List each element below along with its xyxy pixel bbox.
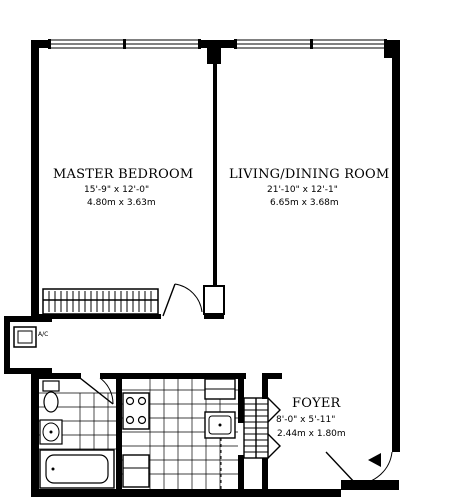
living-dining-label: LIVING/DINING ROOM 21'-10" x 12'-1" 6.65… <box>229 167 389 208</box>
master-bedroom-dim-imperial: 15'-9" x 12'-0" <box>84 185 149 195</box>
kitchen <box>122 378 238 489</box>
living-dining-name: LIVING/DINING ROOM <box>229 167 389 182</box>
foyer-dim-metric: 2.44m x 1.80m <box>277 429 346 439</box>
foyer-closet <box>243 373 281 495</box>
ac-unit: A/C <box>4 316 52 374</box>
foyer-dim-imperial: 8'-0" x 5'-11" <box>276 415 335 425</box>
master-bedroom-label: MASTER BEDROOM 15'-9" x 12'-0" 4.80m x 3… <box>53 167 193 208</box>
foyer-name: FOYER <box>292 396 342 411</box>
entry-arrow-icon <box>368 453 381 467</box>
master-bedroom-dim-metric: 4.80m x 3.63m <box>87 198 156 208</box>
ac-label: A/C <box>38 331 48 338</box>
partition-wall <box>203 60 225 315</box>
master-bedroom-name: MASTER BEDROOM <box>53 167 193 182</box>
kitchen-bath-top-wall <box>31 373 282 495</box>
foyer-label: FOYER 8'-0" x 5'-11" 2.44m x 1.80m <box>276 396 346 439</box>
living-dining-dim-imperial: 21'-10" x 12'-1" <box>267 185 338 195</box>
top-windows <box>48 39 394 64</box>
entry-door <box>325 451 399 490</box>
living-dining-dim-metric: 6.65m x 3.68m <box>270 198 339 208</box>
bedroom-bottom-wall <box>31 283 224 319</box>
bathroom <box>39 380 116 489</box>
outer-walls <box>31 40 400 497</box>
